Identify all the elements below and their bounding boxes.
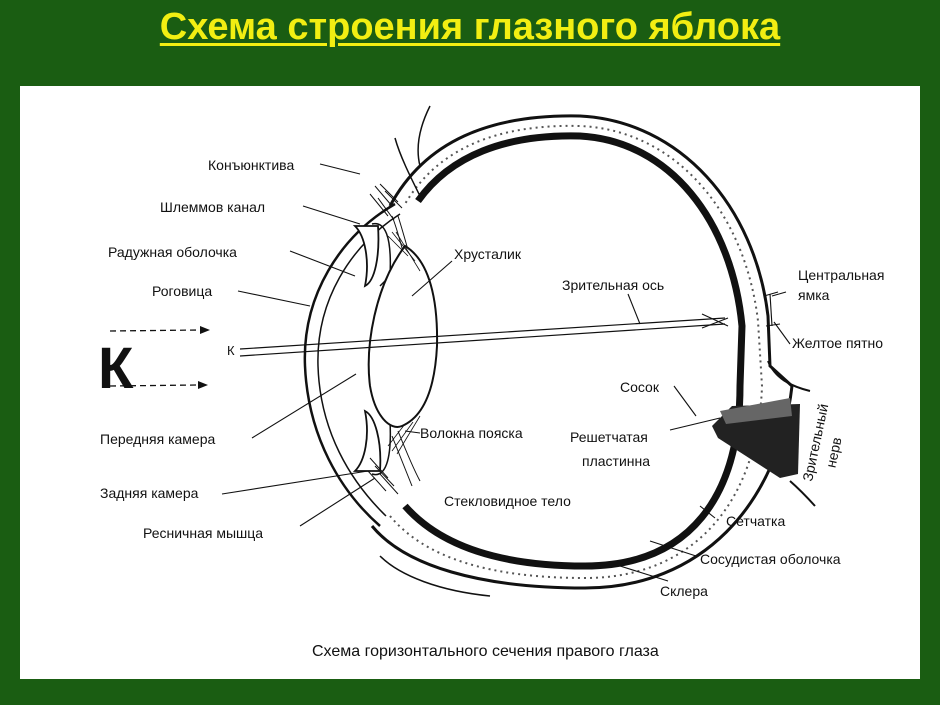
- label-vitreous: Стекловидное тело: [444, 493, 571, 509]
- iris-lower: [352, 409, 382, 472]
- iris-upper: [352, 225, 380, 288]
- fovea-markers: [763, 291, 781, 327]
- light-ray: [239, 323, 726, 357]
- object-letter-small: К: [227, 343, 235, 358]
- label-macula: Желтое пятно: [792, 335, 883, 351]
- label-iris: Радужная оболочка: [108, 244, 237, 260]
- optic-nerve: [712, 360, 816, 507]
- ciliary-body-lower: [367, 430, 421, 495]
- label-anterior-chamber: Передняя камера: [100, 431, 215, 447]
- eye-diagram: К К Конъюнктив: [98, 105, 884, 660]
- label-optic-nerve-line2: нерв: [823, 436, 845, 469]
- object-letter: К: [98, 336, 134, 401]
- label-fovea-line2: ямка: [798, 287, 830, 303]
- leader-lines: [221, 163, 791, 582]
- label-posterior-chamber: Задняя камера: [100, 485, 199, 501]
- label-choroid: Сосудистая оболочка: [700, 551, 841, 567]
- choroid-layer: [402, 132, 746, 570]
- lens: [367, 244, 439, 428]
- label-ciliary-muscle: Ресничная мышца: [143, 525, 263, 541]
- label-visual-axis: Зрительная ось: [562, 277, 664, 293]
- label-cribriform-line2: пластинна: [582, 453, 650, 469]
- cornea-inner: [317, 213, 401, 517]
- label-schlemm-canal: Шлеммов канал: [160, 199, 265, 215]
- label-optic-nerve-line1: Зрительный: [799, 402, 831, 482]
- diagram-caption: Схема горизонтального сечения правого гл…: [312, 643, 659, 660]
- zonule-fibers: [387, 231, 421, 455]
- visual-axis-line: [239, 317, 726, 350]
- object-arrows: [109, 326, 210, 389]
- label-zonule-fibers: Волокна пояска: [420, 425, 523, 441]
- label-fovea-line1: Центральная: [798, 267, 884, 283]
- vascular-stipple: [389, 124, 764, 580]
- diagram-panel: К К Конъюнктив: [20, 86, 920, 679]
- label-sclera: Склера: [660, 583, 708, 599]
- page-title: Схема строения глазного яблока: [159, 6, 781, 48]
- label-cribriform-line1: Решетчатая: [570, 429, 648, 445]
- label-cornea: Роговица: [152, 283, 212, 299]
- label-lens: Хрусталик: [454, 246, 522, 262]
- label-papilla: Сосок: [620, 379, 660, 395]
- label-retina: Сетчатка: [726, 513, 785, 529]
- conjunctiva-line: [394, 137, 421, 197]
- cornea: [303, 202, 396, 527]
- label-conjunctiva: Конъюнктива: [208, 157, 294, 173]
